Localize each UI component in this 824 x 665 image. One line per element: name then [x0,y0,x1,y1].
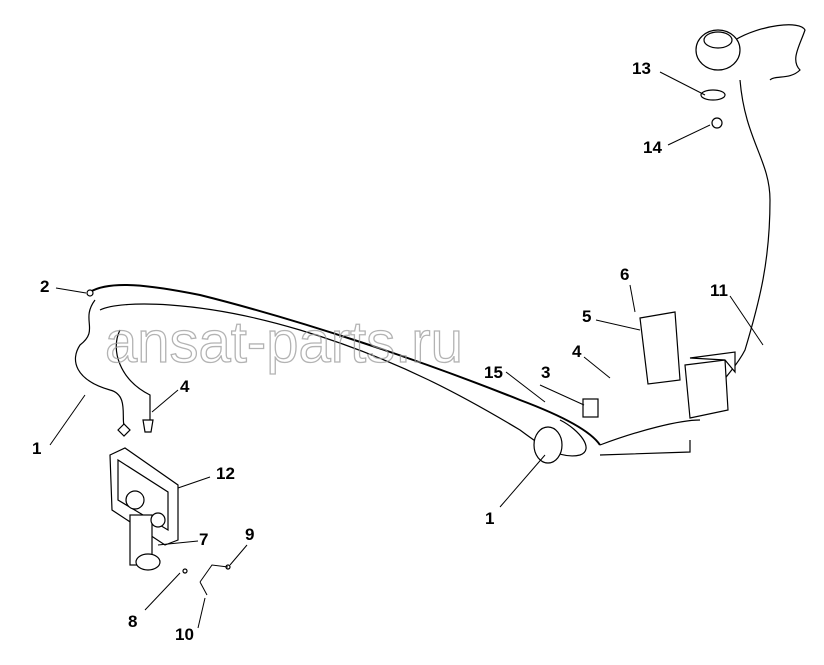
callout-4: 4 [180,377,190,396]
part-3 [582,398,599,418]
part-1-lamp [533,426,563,464]
callout-12: 12 [216,464,235,483]
wiring-harness-sheath [74,299,587,457]
callout-6: 6 [620,265,629,284]
wiring-harness [89,284,601,446]
callout-10: 10 [175,625,194,644]
harness-branch [115,329,151,420]
top-cable [734,24,806,81]
callout-4: 4 [572,342,582,361]
part-2 [86,289,94,297]
callout-9: 9 [245,525,254,544]
callout-8: 8 [128,612,137,631]
callout-1: 1 [485,509,494,528]
callout-1: 1 [32,439,41,458]
part-13-horn [695,29,741,101]
callout-13: 13 [632,59,651,78]
callout-11: 11 [710,281,728,300]
part-5-bracket [639,311,681,385]
watermark: ansat-parts.ru [105,310,463,375]
callout-5: 5 [582,307,591,326]
callout-3: 3 [541,363,550,382]
part-14-nut [711,117,723,129]
callout-15: 15 [484,363,503,382]
leader-lines [49,71,764,629]
callout-7: 7 [199,530,208,549]
callout-14: 14 [643,138,662,157]
bracket-assembly [109,419,179,571]
callout-2: 2 [40,277,49,296]
part-11-module [684,359,729,419]
